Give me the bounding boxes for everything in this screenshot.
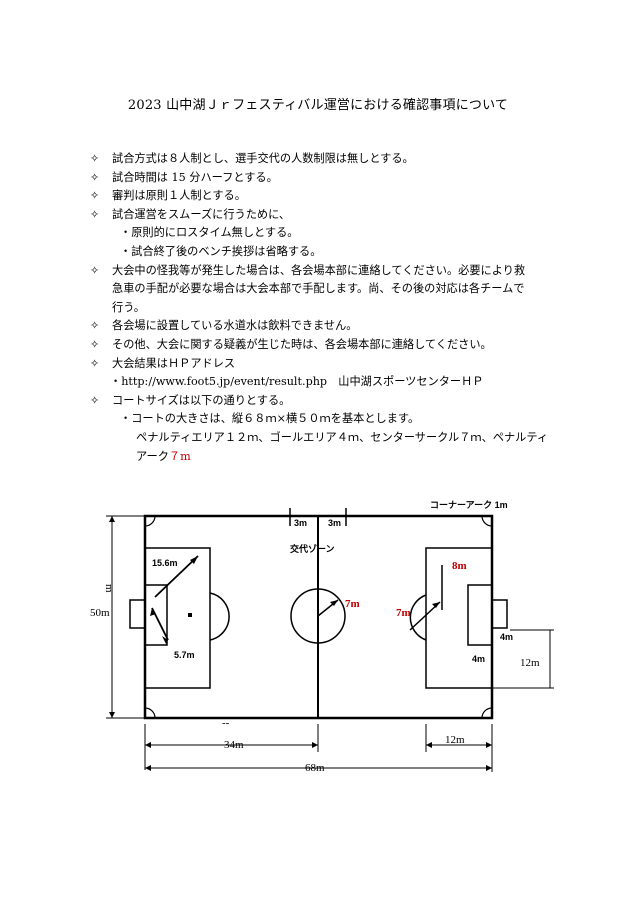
corner-arc-tl bbox=[144, 515, 156, 527]
list-item: ✧試合時間は 15 分ハーフとする。 bbox=[90, 169, 570, 188]
corner-arc-bl bbox=[144, 707, 156, 719]
list-item: ✧試合運営をスムーズに行うために、 bbox=[90, 206, 570, 225]
sub-item-cont: アーク７m bbox=[136, 449, 191, 463]
list-item: ✧その他、大会に関する疑義が生じた時は、各会場本部に連絡してください。 bbox=[90, 336, 570, 355]
pa-diag-label: 15.6m bbox=[152, 558, 178, 568]
arrowhead bbox=[109, 516, 115, 522]
arrowhead bbox=[145, 742, 151, 748]
list-item: ✧大会中の怪我等が発生した場合は、各会場本部に連絡してください。必要により救 bbox=[90, 262, 570, 281]
arrowhead bbox=[312, 742, 318, 748]
bullet-mark: ✧ bbox=[90, 263, 100, 277]
list-item: ✧コートサイズは以下の通りとする。 bbox=[90, 392, 570, 411]
list-item: ✧大会結果はＨＰアドレス bbox=[90, 355, 570, 374]
court-diagram: コーナーアーク 1m 3m 3m 交代ゾーン 15.6m 5.7m 50m m … bbox=[90, 490, 560, 780]
bullet-mark: ✧ bbox=[90, 207, 100, 221]
sub-item: ・コートの大きさは、縦６８ｍ×横５０ｍを基本とします。 bbox=[120, 412, 420, 426]
width-label: 50m bbox=[90, 607, 110, 619]
bullet-mark: ✧ bbox=[90, 170, 100, 184]
goal-area-label: 4m bbox=[500, 632, 513, 642]
left-goal bbox=[129, 599, 146, 629]
right-goal-area bbox=[467, 584, 493, 646]
list-item-cont: 行う。 bbox=[112, 300, 145, 314]
arrowhead bbox=[486, 742, 492, 748]
arrowhead bbox=[432, 602, 440, 608]
corner-arc-label: コーナーアーク 1m bbox=[430, 500, 508, 510]
page-title: 2023 山中湖Ｊｒフェスティバル運営における確認事項について bbox=[127, 98, 509, 113]
sub-zone-label: 交代ゾーン bbox=[290, 543, 335, 554]
rules-list: ✧試合方式は８人制とし、選手交代の人数制限は無しとする。 ✧試合時間は 15 分… bbox=[90, 150, 570, 466]
goal-area-label-2: 4m bbox=[472, 654, 485, 664]
arrowhead bbox=[426, 742, 432, 748]
pen-len-label: 12m bbox=[520, 657, 540, 669]
arrowhead bbox=[109, 712, 115, 718]
sub-left-label: 3m bbox=[294, 518, 307, 528]
sub-right-label: 3m bbox=[328, 518, 341, 528]
left-penalty-arc bbox=[209, 592, 230, 641]
pen-len-label-2: 12m bbox=[445, 734, 465, 746]
arrowhead bbox=[330, 600, 338, 606]
arrowhead bbox=[190, 556, 198, 564]
court-svg: コーナーアーク 1m 3m 3m 交代ゾーン 15.6m 5.7m 50m m … bbox=[90, 500, 554, 774]
bullet-mark: ✧ bbox=[90, 393, 100, 407]
left-penalty-area bbox=[144, 547, 211, 689]
corner-arc-br bbox=[481, 707, 493, 719]
list-item: ✧審判は原則１人制とする。 bbox=[90, 187, 570, 206]
pa-low-label: 5.7m bbox=[174, 650, 195, 660]
bullet-mark: ✧ bbox=[90, 319, 100, 333]
center-circle bbox=[290, 588, 346, 644]
arrowhead bbox=[162, 636, 168, 644]
penalty-spot-left bbox=[188, 613, 192, 617]
list-item: ✧試合方式は８人制とし、選手交代の人数制限は無しとする。 bbox=[90, 150, 570, 169]
list-item-cont: 急車の手配が必要な場合は大会本部で手配します。尚、その後の対応は各チームで bbox=[112, 282, 525, 296]
sub-item-cont: ペナルティエリア１２ｍ、ゴールエリア４ｍ、センターサークル７ｍ、ペナルティ bbox=[136, 430, 549, 444]
center-radius-label: 7m bbox=[345, 598, 360, 610]
bullet-mark: ✧ bbox=[90, 152, 100, 165]
width-label-frag: m bbox=[103, 584, 115, 593]
corner-arc-tr bbox=[481, 515, 493, 527]
result-url[interactable]: ・http://www.foot5.jp/event/result.php 山中… bbox=[110, 375, 484, 389]
arrow-pa-diag bbox=[154, 555, 199, 598]
arc-radius-label: 7m bbox=[396, 607, 411, 619]
arrowhead bbox=[145, 765, 151, 771]
pa-depth-label: 8m bbox=[452, 560, 467, 572]
bullet-mark: ✧ bbox=[90, 337, 100, 351]
bullet-mark: ✧ bbox=[90, 356, 100, 370]
sub-item: ・試合終了後のベンチ挨拶は省略する。 bbox=[120, 244, 322, 258]
bullet-mark: ✧ bbox=[90, 189, 100, 203]
total-len-label: 68m bbox=[305, 762, 325, 774]
arrowhead bbox=[150, 608, 156, 616]
half-len-label: 34m bbox=[224, 739, 244, 751]
right-penalty-arc bbox=[409, 594, 427, 641]
tiny-mark: -- bbox=[222, 717, 230, 729]
right-goal bbox=[491, 599, 508, 629]
arrowhead bbox=[486, 765, 492, 771]
list-item: ✧各会場に設置している水道水は飲料できません。 bbox=[90, 317, 570, 336]
sub-item: ・原則的にロスタイム無しとする。 bbox=[120, 226, 299, 240]
